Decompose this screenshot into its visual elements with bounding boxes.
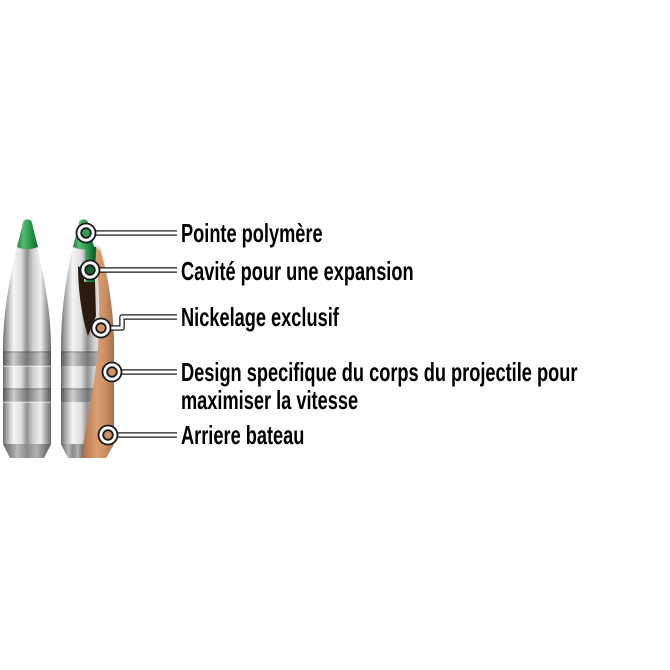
cannelure-groove xyxy=(3,389,51,402)
cannelure-groove-edge xyxy=(3,388,51,390)
whole-bullet-illustration xyxy=(3,219,51,458)
callout-cavite-expansion xyxy=(79,259,177,281)
callout-nickelage xyxy=(90,314,177,339)
callout-marker-inner xyxy=(80,227,92,239)
callout-label-cavite-expansion: Cavité pour une expansion xyxy=(181,256,414,286)
polymer-tip xyxy=(17,219,38,250)
cannelure-groove-edge xyxy=(61,351,114,353)
cannelure-groove-edge xyxy=(3,401,51,403)
copper-core-section xyxy=(82,248,114,458)
cannelure-groove-edge xyxy=(3,365,51,367)
callout-marker-inner xyxy=(95,322,107,334)
callout-arriere-bateau xyxy=(97,424,177,446)
callout-marker-inner xyxy=(84,264,96,276)
callout-pointe-polymere xyxy=(75,222,177,244)
callout-label-design-corps: Design specifique du corps du projectile… xyxy=(181,357,578,415)
callout-design-corps xyxy=(101,361,177,383)
boat-tail-base xyxy=(3,444,51,458)
bullet-jacket xyxy=(3,244,51,458)
callout-marker-inner xyxy=(106,366,118,378)
callout-label-pointe-polymere: Pointe polymère xyxy=(181,218,323,248)
callout-label-nickelage: Nickelage exclusif xyxy=(181,302,339,332)
callout-marker-inner xyxy=(102,429,114,441)
cutaway-bullet-illustration xyxy=(61,219,114,458)
callout-line xyxy=(109,315,177,330)
expansion-cavity xyxy=(78,266,96,336)
callout-line xyxy=(109,314,177,331)
callout-graphics xyxy=(75,222,177,446)
callout-label-arriere-bateau: Arriere bateau xyxy=(181,420,305,450)
cannelure-groove-edge xyxy=(3,351,51,353)
cannelure-groove-edge xyxy=(61,388,114,390)
boat-tail-base-section xyxy=(61,444,85,458)
cannelure-groove xyxy=(3,352,51,366)
